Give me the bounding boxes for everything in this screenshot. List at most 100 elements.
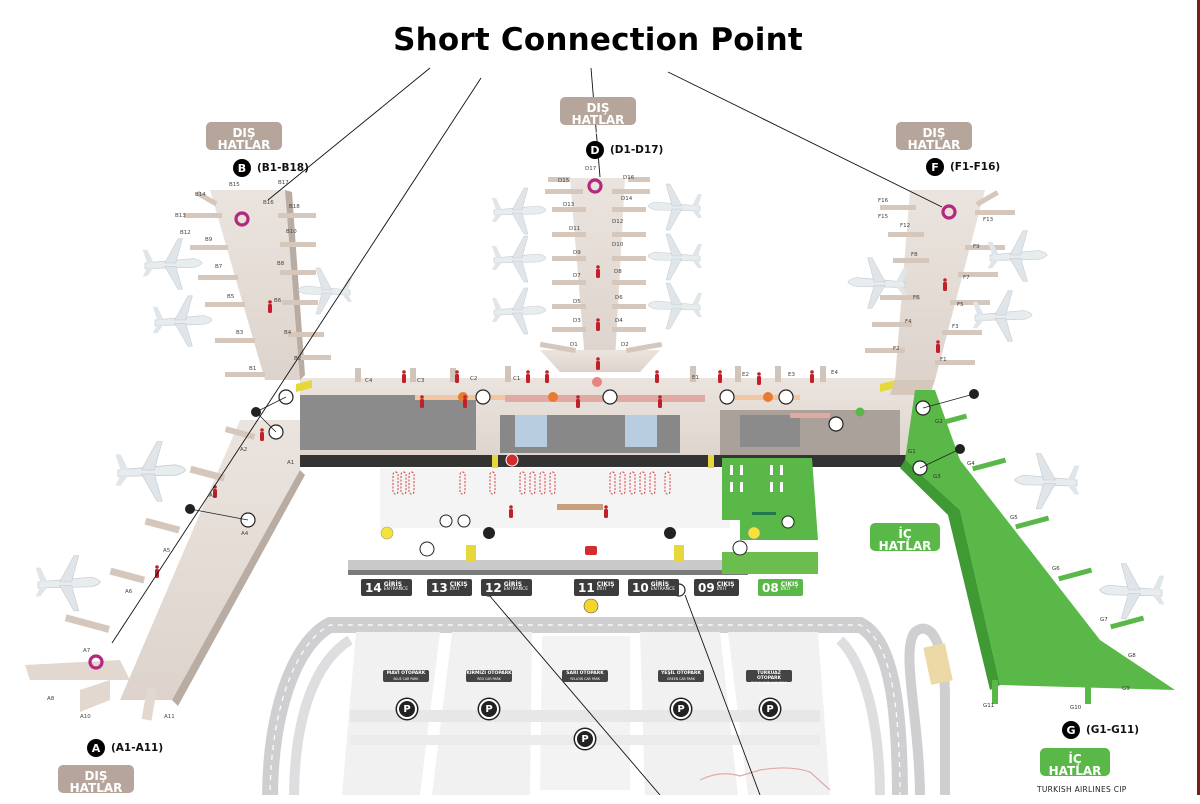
pier-label-b: B (B1-B18) — [233, 159, 309, 177]
aircraft — [34, 554, 102, 612]
zone-badge-f: DIŞ HATLAR INTERNATIONAL — [896, 122, 972, 160]
gate-label-f4: F4 — [905, 319, 912, 325]
door-sublabel: ENTRANCE — [503, 587, 529, 593]
door-label: ÇIKIŞ — [596, 581, 615, 589]
gate-label-b4: B4 — [284, 330, 292, 336]
gate-label-g5: G5 — [1010, 515, 1018, 521]
service-icon — [505, 453, 519, 467]
gate-label-a7: A7 — [83, 648, 91, 654]
gate-label-a5: A5 — [163, 548, 171, 554]
mail-icon — [781, 515, 795, 529]
zone-label: DIŞ HATLAR — [217, 126, 271, 152]
gate-label-f15: F15 — [878, 214, 889, 220]
gate-label-c3: C3 — [417, 378, 425, 384]
aircraft — [1013, 453, 1081, 510]
parking-area — [262, 617, 953, 795]
gate-label-g6: G6 — [1052, 566, 1060, 572]
car-park-name: KIRMIZI OTOPARK — [466, 671, 512, 676]
gate-label-a11: A11 — [164, 714, 175, 720]
gate-label-g1: G1 — [908, 449, 916, 455]
aircraft — [647, 233, 703, 281]
pier-letter-icon: G — [1062, 721, 1080, 739]
door-sublabel: EXIT — [449, 587, 460, 593]
gate-label-g4: G4 — [967, 461, 975, 467]
gate-label-f3: F3 — [952, 324, 959, 330]
car-park-sub: BLUE CAR PARK — [393, 676, 419, 681]
gate-label-g8: G8 — [1128, 653, 1136, 659]
zone-badge-domestic-mid: İÇ HATLAR DOMESTIC — [870, 523, 940, 561]
zone-badge-b: DIŞ HATLAR INTERNATIONAL — [206, 122, 282, 160]
aircraft — [491, 235, 547, 283]
gate-label-d12: D12 — [612, 219, 624, 225]
connection-ring-icon — [941, 204, 957, 220]
atm-icon — [419, 541, 435, 557]
gate-label-b12: B12 — [180, 230, 191, 236]
zone-sublabel: DOMESTIC — [883, 553, 927, 562]
zone-sublabel: INTERNATIONAL — [63, 795, 129, 804]
aircraft — [491, 187, 547, 235]
gate-label-d3: D3 — [573, 318, 581, 324]
gate-label-b16: B16 — [263, 200, 274, 206]
zone-label: DIŞ HATLAR — [69, 769, 123, 795]
gate-label-d16: D16 — [623, 175, 635, 181]
short-connection-markers — [88, 178, 957, 670]
zone-sublabel: INTERNATIONAL — [901, 152, 967, 161]
door-label: ÇIKIŞ — [449, 581, 468, 589]
pier-b — [142, 190, 353, 380]
gate-label-f6: F6 — [913, 295, 920, 301]
gate-label-b18: B18 — [289, 204, 300, 210]
pier-letter-icon: F — [926, 158, 944, 176]
meeting-point-icon — [747, 526, 761, 540]
gate-label-a4: A4 — [241, 531, 249, 537]
pier-range: (G1-G11) — [1086, 724, 1140, 736]
aircraft — [152, 295, 213, 347]
door-number: 08 — [762, 580, 779, 595]
gate-label-d9: D9 — [573, 250, 581, 256]
gate-label-g10: G10 — [1070, 705, 1082, 711]
aircraft — [491, 287, 547, 335]
car-park-sub: YELLOW CAR PARK — [570, 676, 600, 681]
car-park-sub: RED CAR PARK — [477, 676, 501, 681]
zone-sublabel: INTERNATIONAL — [565, 127, 631, 136]
parking-icon: P — [397, 699, 417, 719]
gate-label-b6: B6 — [274, 298, 282, 304]
door-label: GİRİŞ — [650, 581, 670, 589]
landmark-icon — [457, 514, 471, 528]
gate-label-b2: B2 — [294, 356, 302, 362]
gate-label-d13: D13 — [563, 202, 575, 208]
gate-label-b7: B7 — [215, 264, 223, 270]
aircraft — [647, 282, 703, 330]
gate-label-f5: F5 — [957, 302, 964, 308]
gate-label-d6: D6 — [615, 295, 623, 301]
info-icon — [664, 527, 676, 539]
gate-label-a8: A8 — [47, 696, 55, 702]
pier-f — [847, 190, 1048, 395]
gate-label-d7: D7 — [573, 273, 581, 279]
gate-label-f1: F1 — [940, 357, 947, 363]
gate-label-a1: A1 — [287, 460, 295, 466]
door-label: ÇIKIŞ — [780, 581, 799, 589]
parking-icon: P — [760, 699, 780, 719]
meeting-point-icon — [380, 526, 394, 540]
info-icon — [483, 527, 495, 539]
connection-ring-icon — [234, 211, 250, 227]
car-park-name: MAVİ OTOPARK — [386, 671, 426, 676]
gate-label-g7: G7 — [1100, 617, 1108, 623]
elevator-icon — [439, 514, 453, 528]
door-number: 10 — [632, 580, 649, 595]
pier-label-f: F (F1-F16) — [926, 158, 1000, 176]
door-number: 09 — [698, 580, 715, 595]
gate-label-d11: D11 — [569, 226, 581, 232]
gate-label-d17: D17 — [585, 166, 597, 172]
parking-icon: P — [479, 699, 499, 719]
pier-letter-icon: D — [586, 141, 604, 159]
gate-label-d4: D4 — [615, 318, 623, 324]
car-park-name: YEŞİL OTOPARK — [661, 671, 701, 676]
